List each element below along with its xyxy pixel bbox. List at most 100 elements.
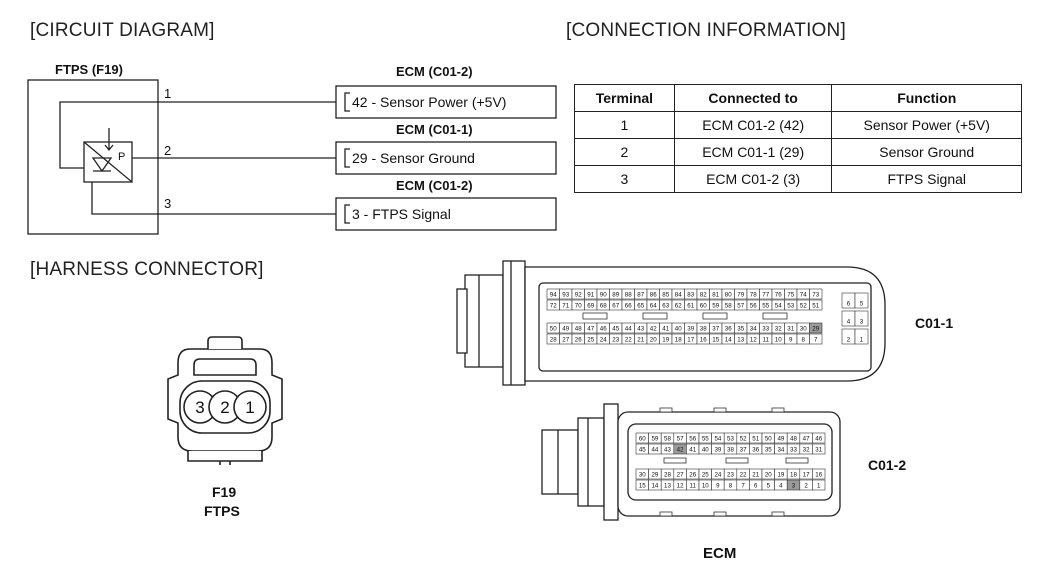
c01-2-pin-47: 47 (803, 436, 810, 443)
cell-terminal: 3 (574, 165, 675, 193)
c01-1-pin-39: 39 (687, 326, 694, 333)
c01-2-pin-1-cell (812, 479, 826, 491)
c01-2-pin-39: 39 (714, 447, 721, 454)
c01-2-pin-34: 34 (777, 447, 784, 454)
c01-1-pin-94: 94 (550, 292, 557, 299)
keying-slot (659, 407, 673, 413)
c01-1-pin-30: 30 (800, 326, 807, 333)
c01-2-pin-29: 29 (651, 472, 658, 479)
c01-1-pin-15: 15 (712, 337, 719, 344)
f19-connector-id: F19 (212, 484, 237, 500)
table-row: 2 ECM C01-1 (29) Sensor Ground (574, 138, 1022, 166)
cell-function: Sensor Power (+5V) (831, 111, 1022, 139)
c01-1-pin-11: 11 (763, 337, 770, 344)
c01-1-pin-35: 35 (737, 326, 744, 333)
c01-2-label: C01-2 (868, 457, 907, 473)
ecm-box-1 (335, 85, 557, 119)
c01-1-pin-46: 46 (600, 326, 607, 333)
c01-2-pin-15: 15 (639, 483, 646, 490)
c01-1-pin-36: 36 (725, 326, 732, 333)
c01-1-pin-5-cell (854, 292, 869, 309)
c01-2-pin-11: 11 (689, 483, 696, 490)
c01-2-pin-42: 42 (677, 447, 684, 454)
ftps-component-label: FTPS (F19) (55, 62, 123, 77)
f19-connector-name: FTPS (204, 503, 240, 519)
f19-pin-2: 2 (220, 398, 229, 417)
c01-1-pin-22: 22 (625, 337, 632, 344)
c01-2-pin-36: 36 (752, 447, 759, 454)
c01-1-pin-73-cell (809, 288, 823, 300)
c01-1-pin-71: 71 (562, 303, 569, 310)
c01-1-pin-79: 79 (737, 292, 744, 299)
c01-1-pin-65: 65 (637, 303, 644, 310)
c01-1-pin-12: 12 (750, 337, 757, 344)
c01-1-pin-53: 53 (787, 303, 794, 310)
c01-1-pin-25: 25 (587, 337, 594, 344)
c01-2-pin-40: 40 (702, 447, 709, 454)
c01-2-pin-41: 41 (689, 447, 696, 454)
c01-2-pin-49: 49 (777, 436, 784, 443)
c01-2-pin-51: 51 (752, 436, 759, 443)
ecm-terminal-29-label: 29 - Sensor Ground (352, 150, 475, 166)
c01-2-pin-4: 4 (779, 483, 783, 490)
c01-1-pin-75: 75 (787, 292, 794, 299)
c01-1-pin-1-cell (854, 328, 869, 345)
c01-1-pin-3-cell (854, 310, 869, 327)
c01-1-pin-84: 84 (675, 292, 682, 299)
cell-terminal: 2 (574, 138, 675, 166)
ftps-component-box (27, 79, 159, 235)
c01-1-pin-68: 68 (600, 303, 607, 310)
c01-1-pin-76: 76 (775, 292, 782, 299)
c01-1-pin-78: 78 (750, 292, 757, 299)
header-connected-to: Connected to (673, 84, 833, 112)
c01-2-pin-22: 22 (740, 472, 747, 479)
cell-connected-to: ECM C01-2 (3) (673, 165, 833, 193)
circuit-pin-1: 1 (164, 86, 172, 101)
f19-harness-connector: 3 2 1 (167, 336, 283, 465)
c01-1-pin-20: 20 (650, 337, 657, 344)
c01-1-pin-23: 23 (612, 337, 619, 344)
c01-1-pin-9: 9 (789, 337, 793, 344)
c01-1-pin-85: 85 (662, 292, 669, 299)
circuit-diagram-heading: [CIRCUIT DIAGRAM] (30, 20, 215, 41)
c01-1-pin-21: 21 (637, 337, 644, 344)
c01-1-pin-33: 33 (762, 326, 769, 333)
c01-1-pin-19: 19 (662, 337, 669, 344)
c01-2-pin-9: 9 (716, 483, 720, 490)
c01-1-pin-88: 88 (625, 292, 632, 299)
c01-1-pin-51-cell (809, 299, 823, 311)
c01-2-pin-53: 53 (727, 436, 734, 443)
c01-2-pin-46: 46 (815, 436, 822, 443)
keying-slot (771, 407, 785, 413)
c01-2-pin-58: 58 (664, 436, 671, 443)
c01-1-pin-18: 18 (675, 337, 682, 344)
c01-1-pin-59: 59 (712, 303, 719, 310)
keying-slot (702, 312, 728, 320)
c01-1-pin-67: 67 (612, 303, 619, 310)
c01-1-pin-29-cell (809, 322, 823, 334)
c01-1-pin-13: 13 (737, 337, 744, 344)
c01-1-pin-45: 45 (612, 326, 619, 333)
keying-slot (713, 511, 727, 517)
c01-1-pin-29: 29 (812, 326, 819, 333)
header-terminal: Terminal (574, 84, 675, 112)
c01-1-pin-64: 64 (650, 303, 657, 310)
c01-2-pin-1: 1 (817, 483, 821, 490)
c01-1-pin-38: 38 (700, 326, 707, 333)
harness-connector-heading: [HARNESS CONNECTOR] (30, 259, 264, 280)
c01-2-pin-21: 21 (752, 472, 759, 479)
c01-2-pin-45: 45 (639, 447, 646, 454)
c01-1-pin-86: 86 (650, 292, 657, 299)
c01-2-pin-43: 43 (664, 447, 671, 454)
c01-2-pin-50: 50 (765, 436, 772, 443)
keying-slot (659, 511, 673, 517)
c01-2-pin-56: 56 (689, 436, 696, 443)
c01-2-pin-20: 20 (765, 472, 772, 479)
c01-2-pin-35: 35 (765, 447, 772, 454)
c01-1-pin-7-cell (809, 333, 823, 345)
c01-1-pin-66: 66 (625, 303, 632, 310)
c01-1-pin-42: 42 (650, 326, 657, 333)
c01-2-pin-6: 6 (754, 483, 758, 490)
c01-2-pin-3: 3 (792, 483, 796, 490)
c01-1-pin-6: 6 (847, 301, 851, 308)
